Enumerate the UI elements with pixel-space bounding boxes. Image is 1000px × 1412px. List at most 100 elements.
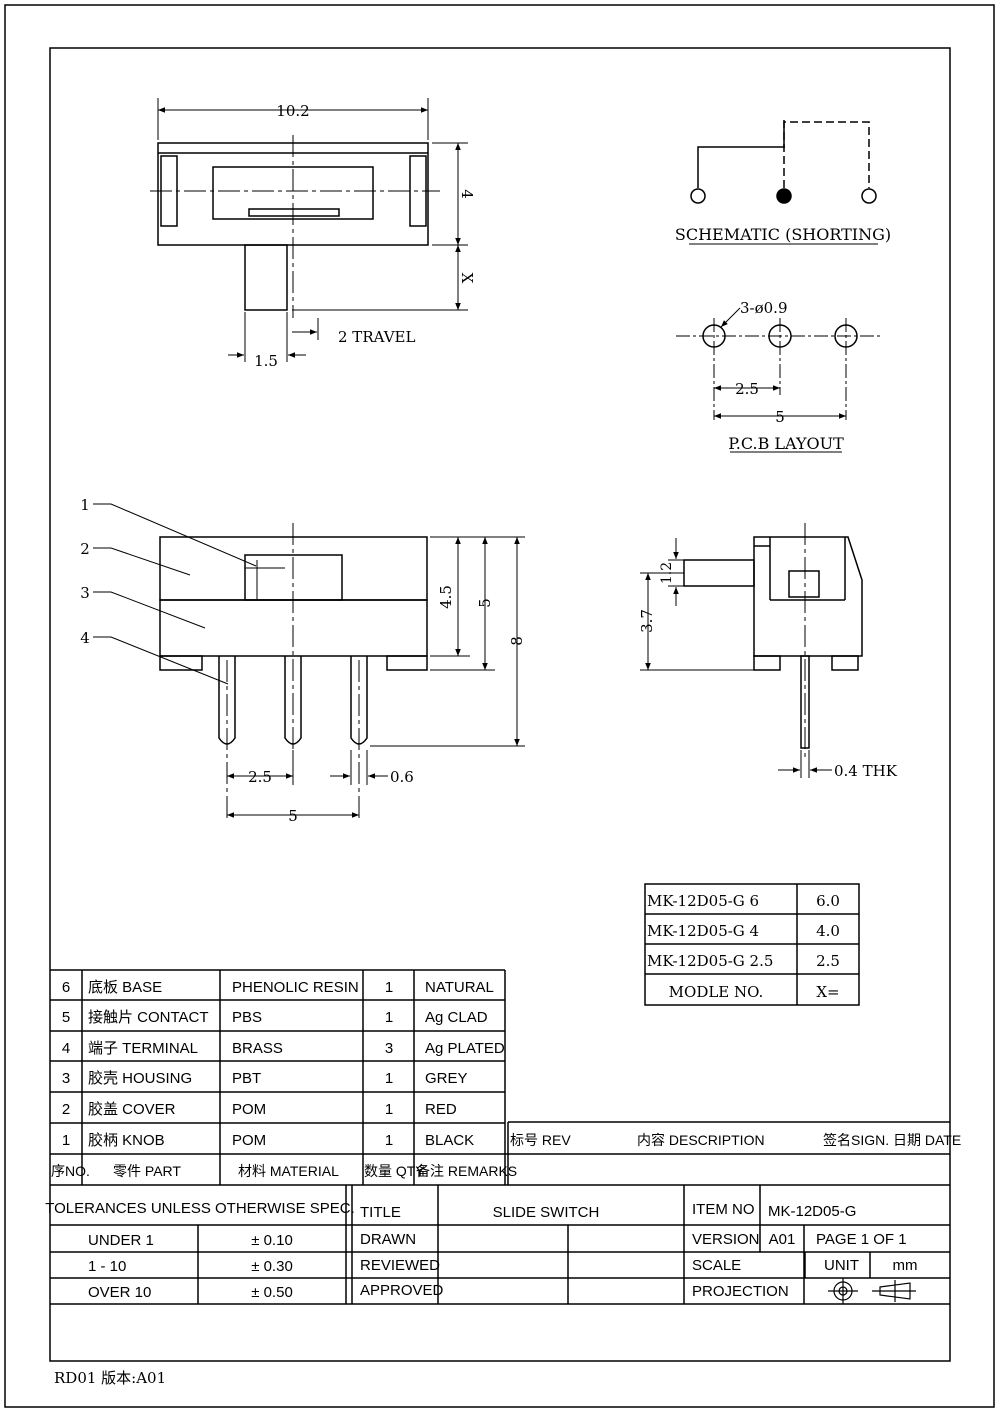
title-block-grid <box>50 1185 950 1305</box>
front-view <box>93 503 525 820</box>
bom-qty: 1 <box>385 1070 393 1087</box>
bom-part: 底板 BASE <box>88 978 162 996</box>
bom-row: 3 胶壳 HOUSING PBT 1 GREY <box>62 1070 468 1087</box>
page-indicator: PAGE 1 OF 1 <box>816 1231 907 1248</box>
dim-side-1-2: 1.2 <box>659 562 675 584</box>
dim-front-5: 5 <box>476 598 494 608</box>
model-row-model: MK-12D05-G 4 <box>647 922 759 940</box>
bom-row: 2 胶盖 COVER POM 1 RED <box>62 1101 457 1118</box>
inner-frame <box>49 47 951 1362</box>
tolerance-title: TOLERANCES UNLESS OTHERWISE SPEC. <box>45 1200 355 1217</box>
document-id: RD01 版本:A01 <box>54 1369 166 1387</box>
dim-pcb-pitch: 2.5 <box>735 380 759 398</box>
callout-2: 2 <box>80 540 90 558</box>
dim-side-thk: 0.4 THK <box>834 762 898 780</box>
bom-row: 1 胶柄 KNOB POM 1 BLACK <box>62 1132 474 1149</box>
projection-symbol-icon <box>828 1278 916 1304</box>
callout-3: 3 <box>80 584 90 602</box>
dim-side-3-7: 3.7 <box>638 609 656 633</box>
tolerance-range: UNDER 1 <box>88 1232 154 1249</box>
dim-front-span: 5 <box>288 807 298 825</box>
unit-label: UNIT <box>824 1257 859 1274</box>
pcb-caption: P.C.B LAYOUT <box>728 434 844 453</box>
bom-row: 6 底板 BASE PHENOLIC RESIN 1 NATURAL <box>62 978 494 996</box>
bom-material: PHENOLIC RESIN <box>232 979 359 996</box>
bom-row: 5 接触片 CONTACT PBS 1 Ag CLAD <box>62 1009 488 1026</box>
title-block: TITLE SLIDE SWITCH DRAWN REVIEWED APPROV… <box>360 1201 918 1300</box>
pcb-hole-note: 3-ø0.9 <box>740 299 788 317</box>
model-row-x: 2.5 <box>816 952 840 970</box>
bom-qty: 1 <box>385 1101 393 1118</box>
bom-remarks: NATURAL <box>425 979 494 996</box>
dim-front-8: 8 <box>508 636 526 646</box>
model-table <box>644 883 860 1006</box>
revision-description: 内容 DESCRIPTION <box>637 1132 765 1148</box>
dim-front-4-5: 4.5 <box>437 585 455 609</box>
bom-no: 1 <box>62 1132 70 1149</box>
version-label: VERSION <box>692 1231 760 1248</box>
item-no-label: ITEM NO <box>692 1201 755 1218</box>
tolerance-value: ± 0.50 <box>251 1284 293 1301</box>
revision-block: 标号 REV 内容 DESCRIPTION 签名SIGN. 日期 DATE <box>510 1132 961 1148</box>
revision-rev: 标号 REV <box>510 1132 571 1148</box>
tolerance-range: 1 - 10 <box>88 1258 126 1275</box>
bom-row: 4 端子 TERMINAL BRASS 3 Ag PLATED <box>62 1040 505 1057</box>
bom-material: POM <box>232 1101 266 1118</box>
bom-part: 胶盖 COVER <box>88 1101 176 1118</box>
bom-remarks: Ag CLAD <box>425 1009 488 1026</box>
bom-part: 胶柄 KNOB <box>88 1132 165 1149</box>
bom-material: PBS <box>232 1009 262 1026</box>
model-row-x: 6.0 <box>816 892 840 910</box>
tolerance-value: ± 0.10 <box>251 1232 293 1249</box>
tolerance-row: OVER 10 ± 0.50 <box>88 1284 293 1301</box>
approved-label: APPROVED <box>360 1282 444 1299</box>
bom-no: 6 <box>62 979 70 996</box>
title-value: SLIDE SWITCH <box>493 1204 600 1221</box>
bom-header-remarks: 备注 REMARKS <box>416 1163 517 1179</box>
dim-front-pitch: 2.5 <box>248 768 272 786</box>
tolerance-row: 1 - 10 ± 0.30 <box>88 1258 293 1275</box>
bom-material: POM <box>232 1132 266 1149</box>
bom-remarks: GREY <box>425 1070 468 1087</box>
bom-material: PBT <box>232 1070 261 1087</box>
bom-no: 3 <box>62 1070 70 1087</box>
bom-remarks: Ag PLATED <box>425 1040 505 1057</box>
bom-part: 接触片 CONTACT <box>88 1009 209 1026</box>
top-view <box>150 98 468 362</box>
bom-no: 5 <box>62 1009 70 1026</box>
bom-header-part: 零件 PART <box>113 1163 181 1179</box>
schematic-caption: SCHEMATIC (SHORTING) <box>675 225 891 244</box>
title-label: TITLE <box>360 1204 401 1221</box>
dim-front-pin: 0.6 <box>390 768 414 786</box>
dim-pcb-span: 5 <box>775 408 785 426</box>
revision-sign-date: 签名SIGN. 日期 DATE <box>823 1132 961 1148</box>
version-value: A01 <box>769 1231 796 1248</box>
reviewed-label: REVIEWED <box>360 1257 440 1274</box>
side-view <box>640 523 863 778</box>
outer-frame <box>4 4 995 1408</box>
bom-part: 胶壳 HOUSING <box>88 1070 192 1087</box>
bom-part: 端子 TERMINAL <box>88 1040 198 1057</box>
unit-value: mm <box>893 1257 918 1274</box>
item-no-value: MK-12D05-G <box>768 1203 856 1220</box>
scale-label: SCALE <box>692 1257 741 1274</box>
callout-1: 1 <box>80 496 90 514</box>
bom-header: 序NO. 零件 PART 材料 MATERIAL 数量 QTY 备注 REMAR… <box>51 1163 517 1179</box>
bom-material: BRASS <box>232 1040 283 1057</box>
bom-remarks: BLACK <box>425 1132 474 1149</box>
tolerance-range: OVER 10 <box>88 1284 151 1301</box>
dim-top-width: 10.2 <box>276 102 309 120</box>
schematic-diagram <box>689 120 878 245</box>
bom-qty: 1 <box>385 1132 393 1149</box>
model-footer-x: X= <box>816 983 839 1001</box>
bom-qty: 3 <box>385 1040 393 1057</box>
dim-travel: 2 TRAVEL <box>338 328 415 346</box>
model-row-model: MK-12D05-G 2.5 <box>647 952 773 970</box>
bom-header-no: 序NO. <box>51 1163 90 1179</box>
dim-knob-width: 1.5 <box>254 352 278 370</box>
callout-4: 4 <box>80 629 90 647</box>
tolerance-value: ± 0.30 <box>251 1258 293 1275</box>
projection-label: PROJECTION <box>692 1283 789 1300</box>
bom-no: 4 <box>62 1040 70 1057</box>
